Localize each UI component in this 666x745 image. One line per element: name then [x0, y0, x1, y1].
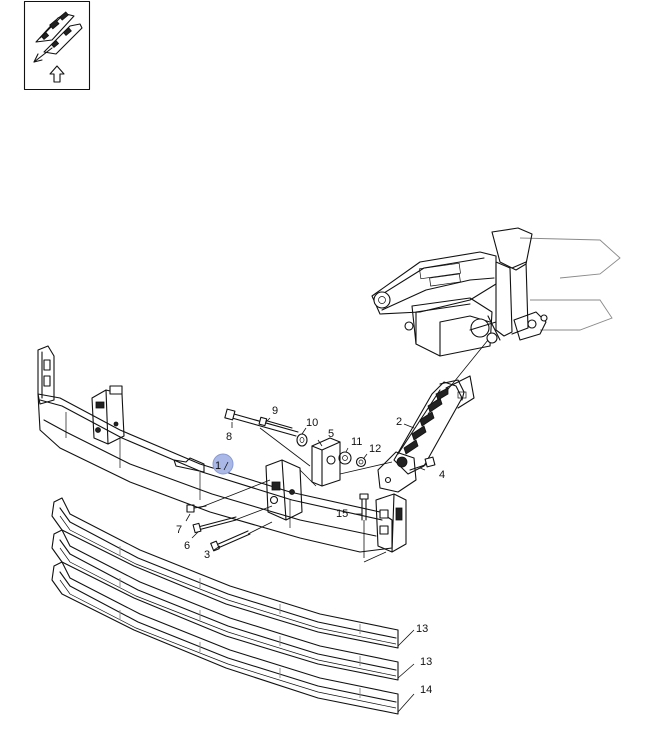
callout-3: 3 — [204, 549, 210, 561]
nut-parts — [338, 451, 367, 468]
callout-12: 12 — [369, 443, 381, 455]
bolt-parts-3-6-7 — [186, 504, 251, 552]
callout-4: 4 — [439, 469, 445, 481]
callout-1: 1 — [215, 460, 221, 472]
bracket-part-5 — [311, 437, 341, 487]
callout-11: 11 — [351, 436, 362, 448]
callout-6: 6 — [184, 540, 190, 552]
part-1-highlight[interactable] — [212, 453, 234, 475]
callout-13-lower: 13 — [420, 656, 432, 668]
vehicle-frame-assembly — [371, 227, 621, 357]
callout-leaders — [185, 417, 426, 713]
callout-8: 8 — [226, 431, 232, 443]
impact-strip-lower — [51, 561, 399, 715]
direction-view-icon — [23, 0, 91, 91]
callout-9: 9 — [272, 405, 278, 417]
bolt-parts-8-9 — [224, 408, 299, 437]
callout-13-upper: 13 — [416, 623, 428, 635]
crash-box-part — [377, 375, 475, 493]
callout-2: 2 — [396, 416, 402, 428]
bumper-beam-part — [37, 345, 407, 553]
impact-strip-middle — [51, 529, 399, 681]
callout-10: 10 — [306, 417, 318, 429]
callout-labels: 1 2 3 4 5 6 7 8 9 10 11 12 13 13 14 15 — [176, 405, 445, 696]
bolt-part-4 — [409, 456, 436, 471]
callout-7: 7 — [176, 524, 182, 536]
impact-strip-upper — [51, 497, 399, 649]
callout-14: 14 — [420, 684, 432, 696]
callout-15: 15 — [336, 508, 348, 520]
spacer-part-10 — [296, 433, 308, 447]
callout-5: 5 — [328, 428, 334, 440]
